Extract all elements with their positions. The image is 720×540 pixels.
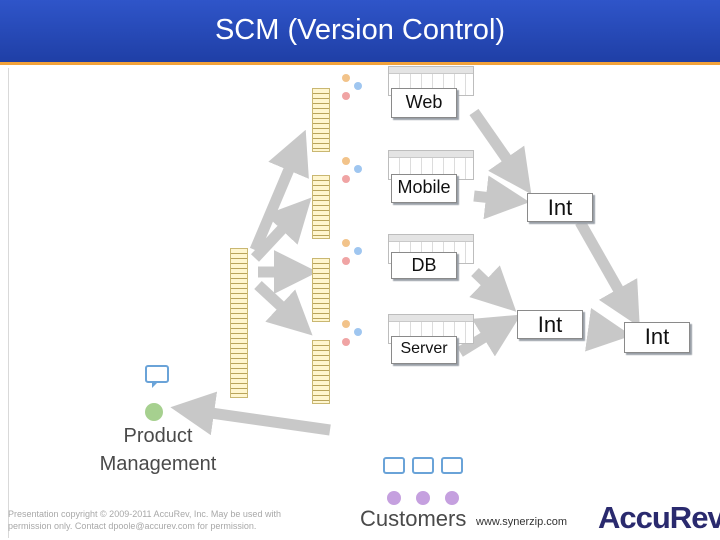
arrow-product-to-mobile bbox=[250, 197, 312, 262]
stream-box-int-upper: Int bbox=[527, 193, 593, 222]
doc-stack-db bbox=[312, 258, 330, 322]
website-url: www.synerzip.com bbox=[476, 516, 568, 528]
customer-icons bbox=[383, 457, 463, 505]
product-management-line-2: Management bbox=[99, 453, 217, 475]
stream-box-int-lower: Int bbox=[517, 310, 583, 339]
doc-stack-server bbox=[312, 340, 330, 404]
doc-stack-main bbox=[230, 248, 248, 398]
product-manager-icon bbox=[145, 365, 169, 421]
arrow-server-to-int bbox=[457, 314, 521, 357]
arrow-int-lower-to-final bbox=[585, 307, 632, 352]
slide-title: SCM (Version Control) bbox=[214, 14, 506, 46]
product-management-line-1: Product bbox=[123, 425, 193, 447]
arrow-product-to-server bbox=[254, 280, 313, 336]
copyright-line-1: Presentation copyright © 2009-2011 AccuR… bbox=[8, 509, 281, 519]
stream-box-mobile: Mobile bbox=[391, 174, 457, 203]
stream-box-server: Server bbox=[391, 336, 457, 364]
doc-stack-web bbox=[312, 88, 330, 152]
header-accent-line bbox=[0, 62, 720, 65]
arrow-release-to-product bbox=[170, 391, 331, 436]
header-bar bbox=[0, 0, 720, 62]
stream-box-int-final: Int bbox=[624, 322, 690, 353]
person-icon bbox=[342, 74, 362, 100]
doc-stack-mobile bbox=[312, 175, 330, 239]
customers-label: Customers bbox=[360, 506, 467, 531]
person-icon bbox=[342, 239, 362, 265]
person-icon bbox=[342, 157, 362, 183]
copyright-line-2: permission only. Contact dpoole@accurev.… bbox=[8, 521, 257, 531]
product-management-label: Product Management bbox=[78, 422, 238, 478]
arrow-int-to-final bbox=[575, 219, 640, 328]
arrow-web-to-int bbox=[469, 108, 532, 195]
person-icon bbox=[342, 320, 362, 346]
stream-box-web: Web bbox=[391, 88, 457, 118]
copyright-note: Presentation copyright © 2009-2011 AccuR… bbox=[8, 508, 308, 532]
arrow-mobile-to-int bbox=[473, 175, 530, 220]
person-icon-group bbox=[145, 74, 463, 505]
accurev-logo: AccuRev bbox=[598, 500, 720, 535]
arrow-db-to-int bbox=[469, 265, 517, 312]
left-divider bbox=[8, 68, 9, 538]
stream-box-db: DB bbox=[391, 252, 457, 279]
